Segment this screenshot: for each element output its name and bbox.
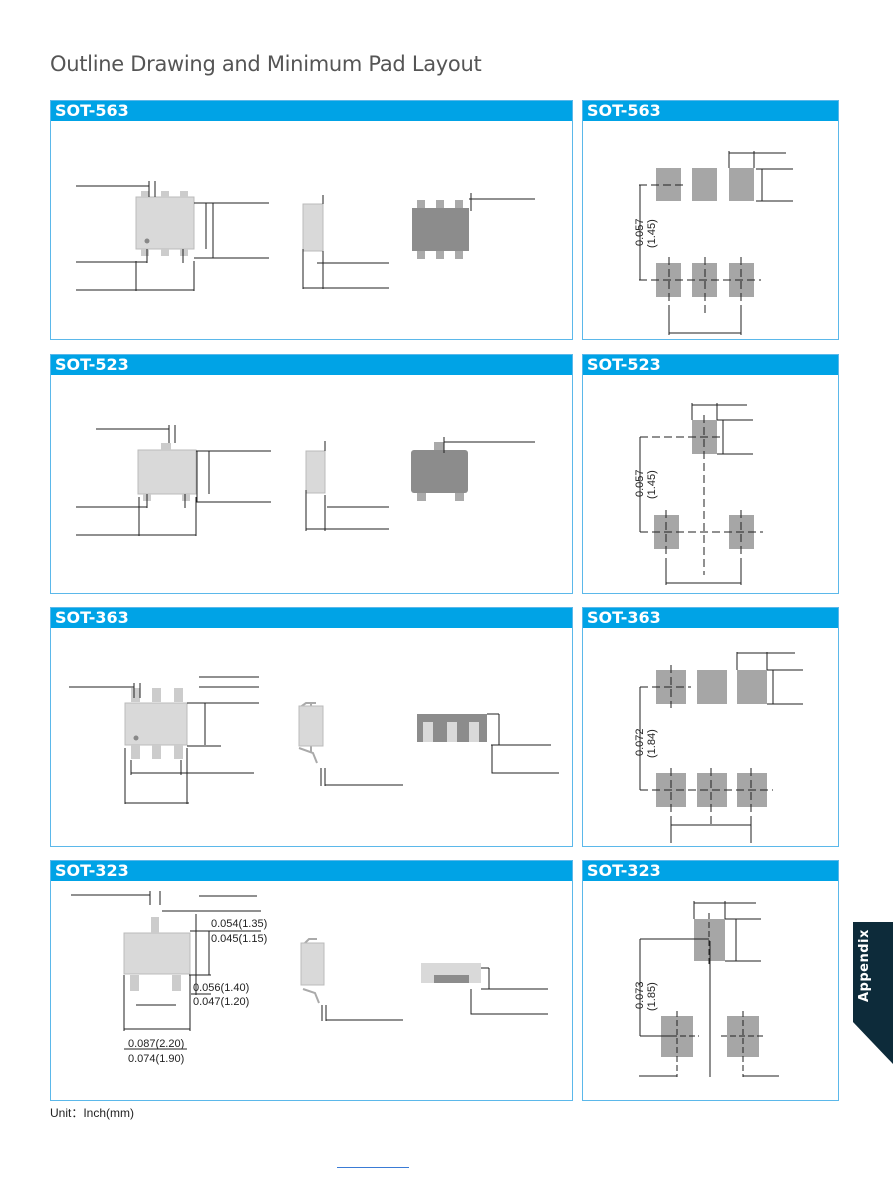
- outline-panel-sot-363: SOT-363: [50, 607, 573, 847]
- outline-drawing: [69, 676, 559, 804]
- pitch-max-dim: 0.056(1.40): [193, 982, 249, 994]
- outline-drawing: 0.054(1.35) 0.045(1.15) 0.056(1.40) 0.04…: [71, 891, 548, 1065]
- height-min-dim: 0.045(1.15): [211, 933, 267, 945]
- section-header: SOT-523: [583, 355, 838, 375]
- pad-pitch-mm: (1.45): [646, 219, 658, 248]
- section-header: SOT-323: [583, 861, 838, 881]
- section-header: SOT-523: [51, 355, 572, 375]
- pad-layout-panel-sot-523: SOT-523 0.057 (1.45): [582, 354, 839, 594]
- height-max-dim: 0.054(1.35): [211, 918, 267, 930]
- section-header: SOT-363: [51, 608, 572, 628]
- pad-pitch-mm: (1.45): [646, 470, 658, 499]
- unit-note: Unit：Inch(mm): [50, 1106, 135, 1120]
- page-title: Outline Drawing and Minimum Pad Layout: [50, 52, 482, 76]
- pad-layout-drawing: 0.072 (1.84): [634, 652, 803, 843]
- appendix-tab-label: Appendix: [857, 929, 872, 1002]
- width-max-dim: 0.087(2.20): [128, 1038, 184, 1050]
- outline-panel-sot-563: SOT-563: [50, 100, 573, 340]
- section-header: SOT-323: [51, 861, 572, 881]
- outline-panel-sot-323: SOT-323 0.054(1.35) 0.045(1.15) 0.056(1.…: [50, 860, 573, 1101]
- pad-layout-drawing: 0.057 (1.45): [634, 403, 763, 585]
- section-header: SOT-563: [583, 101, 838, 121]
- pad-layout-panel-sot-363: SOT-363 0.072 (1.84): [582, 607, 839, 847]
- pad-layout-drawing: 0.057 (1.45): [634, 151, 793, 335]
- outline-drawing: [76, 425, 535, 536]
- pad-layout-panel-sot-323: SOT-323 0.073 (1.85): [582, 860, 839, 1101]
- appendix-tab[interactable]: Appendix: [853, 922, 893, 1064]
- outline-panel-sot-523: SOT-523: [50, 354, 573, 594]
- pad-layout-panel-sot-563: SOT-563 0.057 (1.45): [582, 100, 839, 340]
- pad-pitch-mm: (1.85): [646, 982, 658, 1011]
- pad-pitch-mm: (1.84): [646, 729, 658, 758]
- pitch-min-dim: 0.047(1.20): [193, 996, 249, 1008]
- pad-pitch-inch: 0.057: [634, 469, 646, 497]
- section-header: SOT-363: [583, 608, 838, 628]
- footer-rule: [337, 1167, 409, 1168]
- pad-pitch-inch: 0.073: [634, 981, 646, 1009]
- outline-drawing: [76, 181, 535, 291]
- pad-pitch-inch: 0.072: [634, 728, 646, 756]
- width-min-dim: 0.074(1.90): [128, 1053, 184, 1065]
- section-header: SOT-563: [51, 101, 572, 121]
- pad-pitch-inch: 0.057: [634, 218, 646, 246]
- pad-layout-drawing: 0.073 (1.85): [634, 901, 779, 1077]
